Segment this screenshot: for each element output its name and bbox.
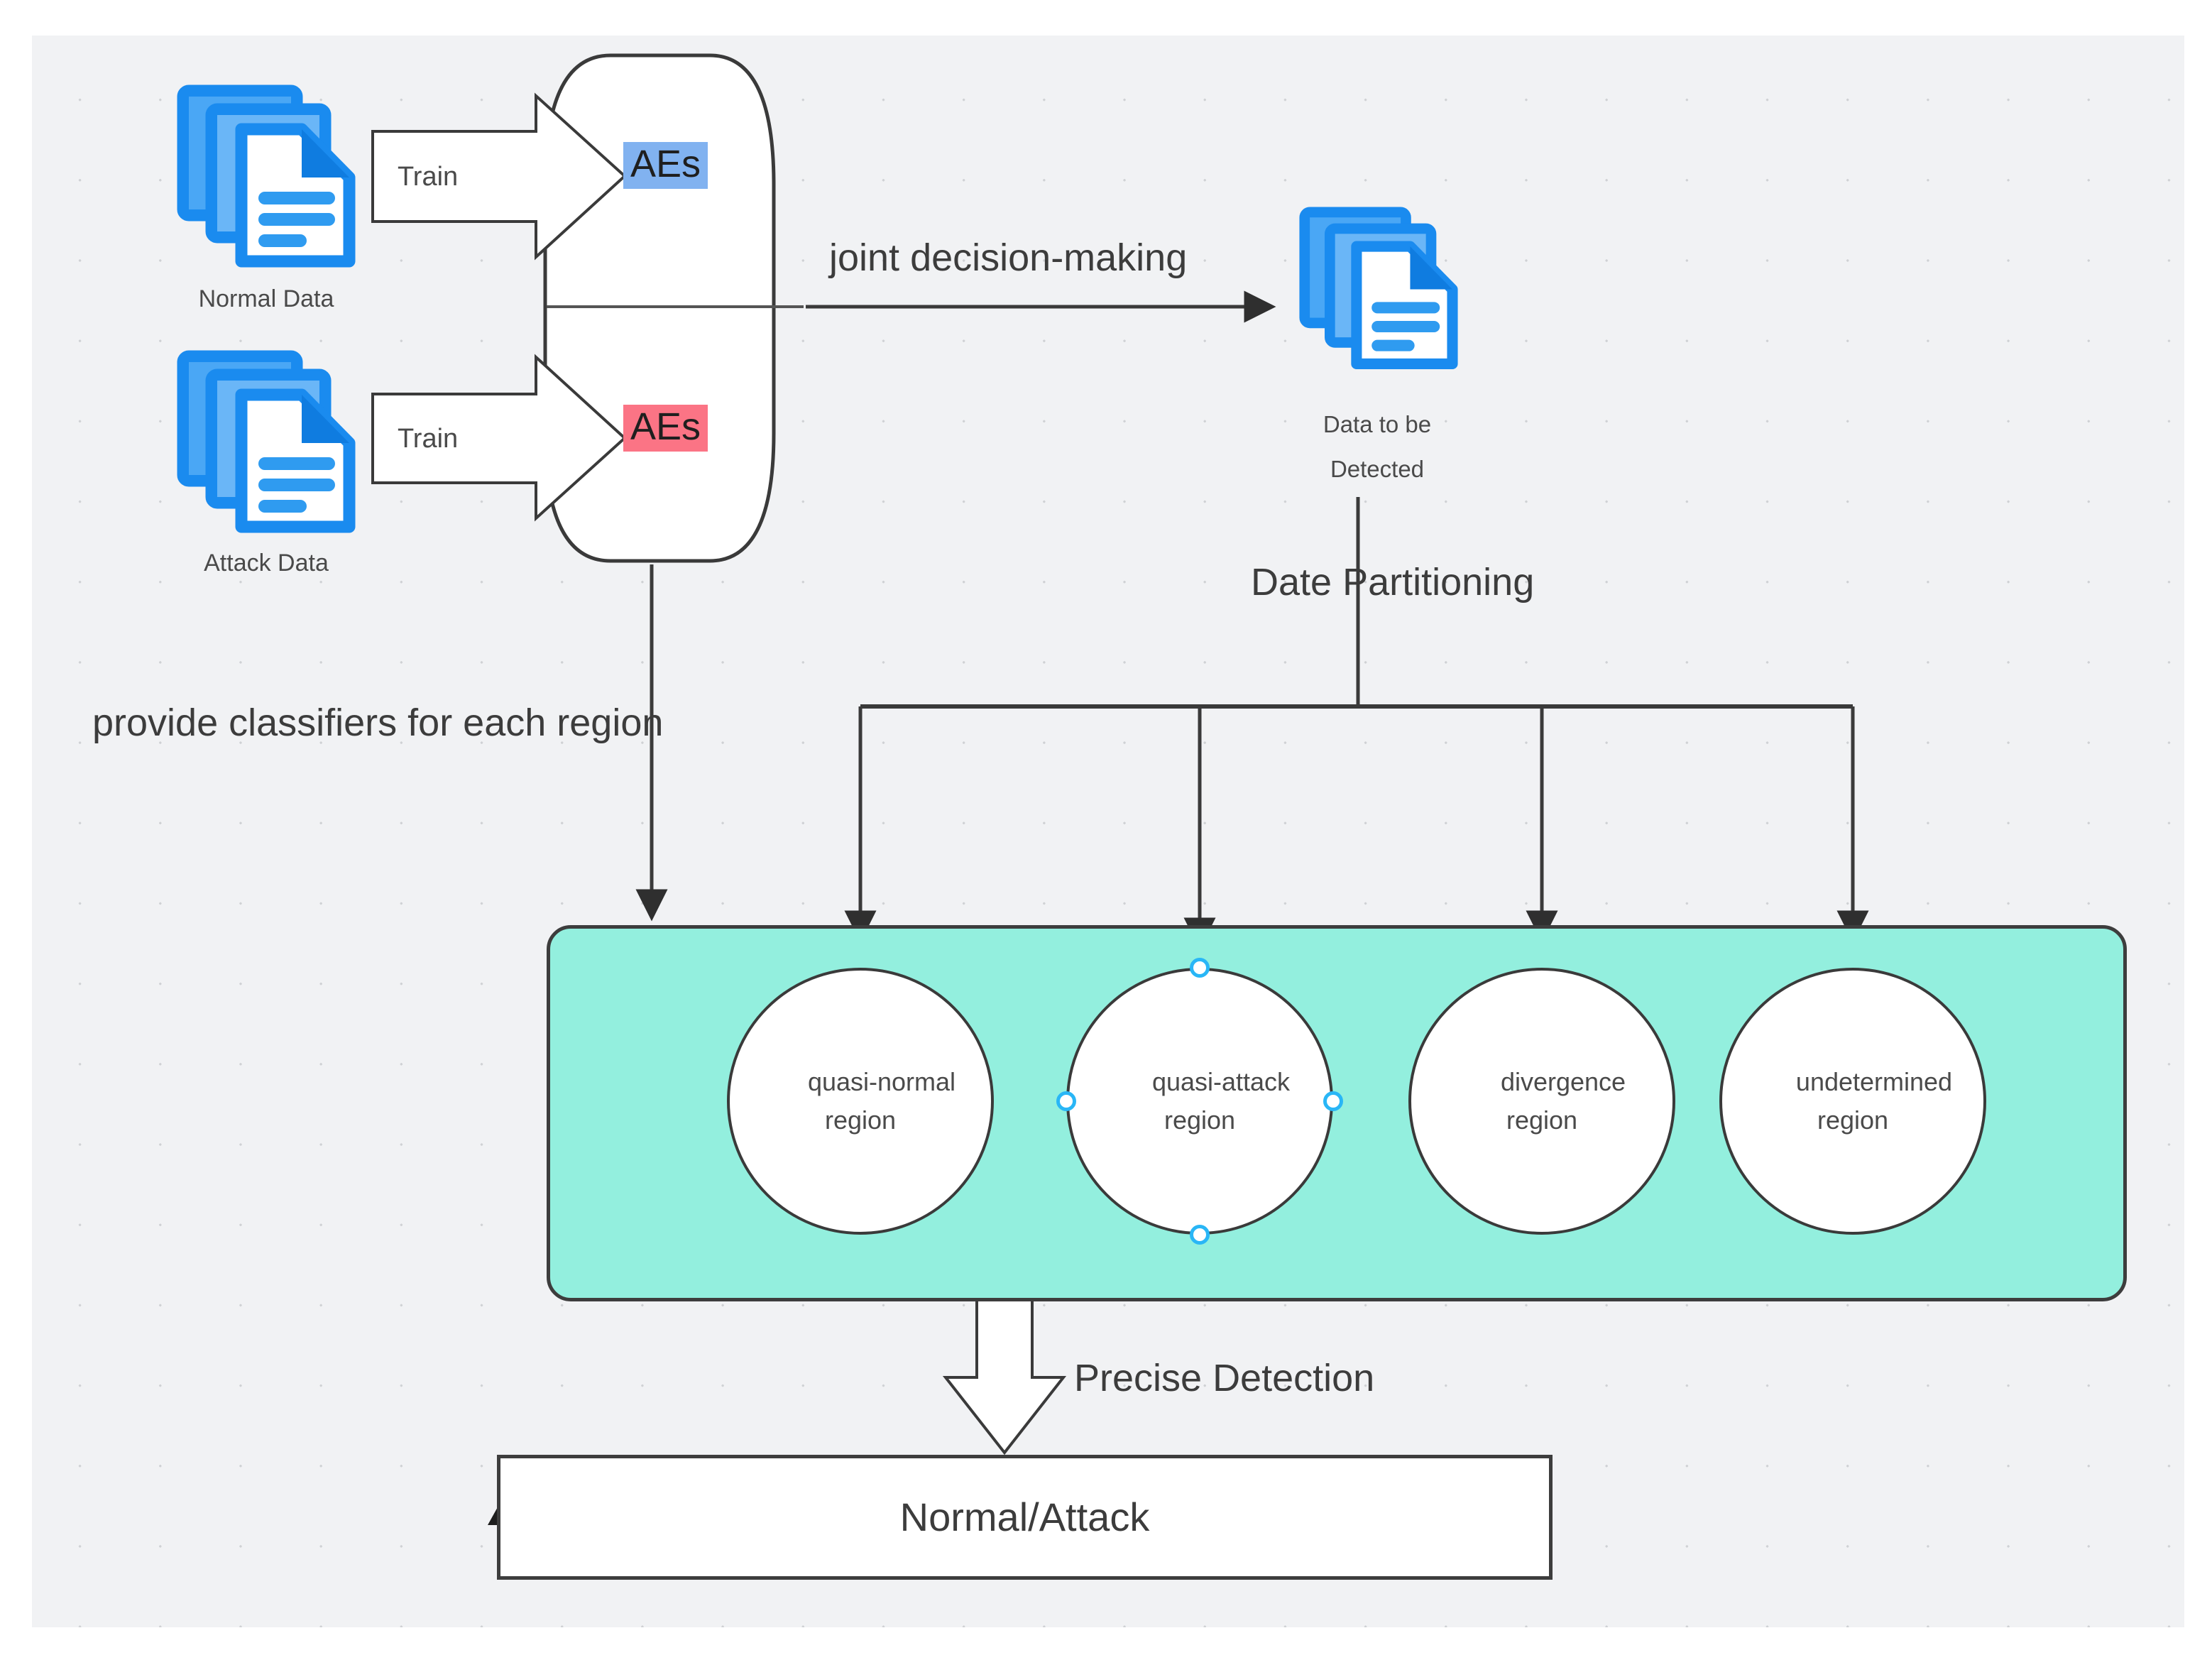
- aes-chip-normal[interactable]: AEs: [623, 142, 708, 189]
- input-caption-attack-data: Attack Data: [204, 550, 329, 577]
- detect-input-caption-line1: Data to be: [1323, 411, 1432, 437]
- edge-label-precise-detection: Precise Detection: [1074, 1357, 1375, 1399]
- document-stack-icon-detect: [1299, 207, 1458, 369]
- train-label-normal: Train: [398, 162, 459, 192]
- input-caption-normal-data: Normal Data: [198, 285, 334, 312]
- aes-chip-attack[interactable]: AEs: [623, 405, 708, 452]
- result-label: Normal/Attack: [899, 1495, 1150, 1539]
- result-box[interactable]: Normal/Attack: [497, 1455, 1553, 1580]
- document-stack-icon-normal: [177, 84, 356, 268]
- selection-handle-left[interactable]: [1056, 1091, 1076, 1111]
- edge-label-provide-classifiers: provide classifiers for each region: [92, 701, 664, 744]
- detect-input-caption-line2: Detected: [1330, 456, 1425, 482]
- document-stack-icon-attack: [177, 350, 356, 533]
- selection-handle-right[interactable]: [1323, 1091, 1343, 1111]
- dotted-canvas-background: [32, 35, 2184, 1627]
- selection-handle-bottom[interactable]: [1190, 1225, 1210, 1245]
- selection-handle-top[interactable]: [1190, 958, 1210, 978]
- edge-label-joint-decision-making: joint decision-making: [829, 236, 1188, 279]
- train-label-attack: Train: [398, 424, 459, 454]
- edge-label-date-partitioning: Date Partitioning: [1251, 561, 1535, 603]
